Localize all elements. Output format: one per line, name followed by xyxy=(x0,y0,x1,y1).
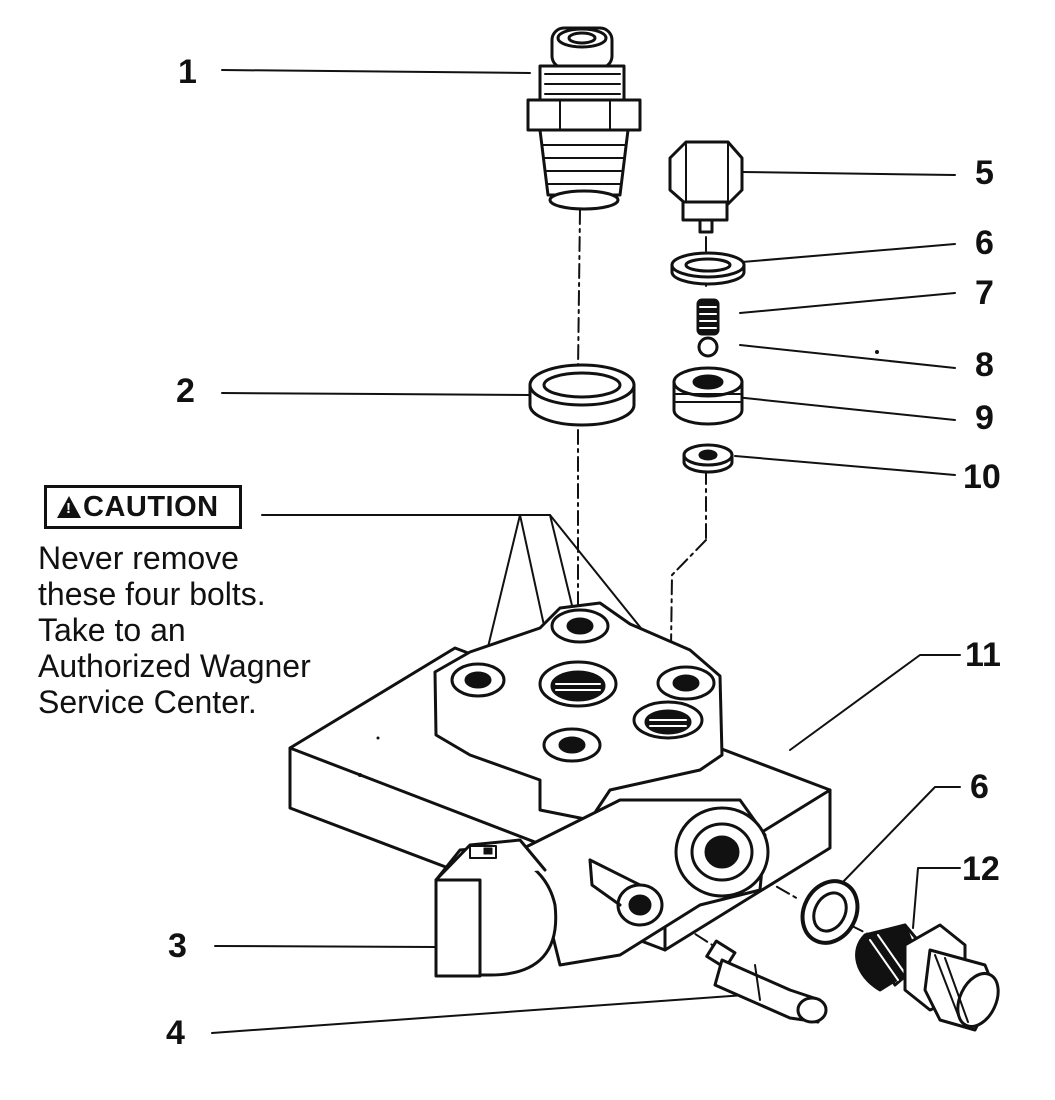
leader-lines xyxy=(211,69,961,1034)
part-10-seal-washer xyxy=(682,443,734,474)
part-2-seal-ring xyxy=(528,363,636,427)
callout-2: 2 xyxy=(176,372,195,410)
caution-line: these four bolts. xyxy=(38,576,266,612)
callout-6-lower: 6 xyxy=(970,768,989,806)
caution-label-box: ! CAUTION xyxy=(44,485,242,529)
caution-line: Authorized Wagner xyxy=(38,648,311,684)
callout-10: 10 xyxy=(963,458,1001,496)
part-3-knob xyxy=(434,838,558,978)
part-9-valve-seat xyxy=(672,366,744,426)
caution-line: Take to an xyxy=(38,612,186,648)
caution-message: Never remove these four bolts. Take to a… xyxy=(38,540,378,720)
part-5-plug xyxy=(668,140,744,234)
callout-7: 7 xyxy=(975,274,994,312)
callout-4: 4 xyxy=(166,1014,185,1052)
callout-8: 8 xyxy=(975,346,994,384)
scan-specks xyxy=(358,350,879,777)
callout-11: 11 xyxy=(965,636,1001,674)
callout-5: 5 xyxy=(975,154,994,192)
callout-6-upper: 6 xyxy=(975,224,994,262)
callout-1: 1 xyxy=(178,53,197,91)
part-11-manifold xyxy=(288,601,832,967)
warning-triangle-icon: ! xyxy=(57,496,81,518)
part-7-spring xyxy=(696,298,720,336)
callout-12: 12 xyxy=(962,850,1000,888)
part-6-washer xyxy=(670,251,746,286)
part-8-ball xyxy=(697,336,719,358)
part-4-valve-pin xyxy=(705,939,828,1024)
caution-label: CAUTION xyxy=(83,490,219,523)
callout-9: 9 xyxy=(975,399,994,437)
part-1-outlet-fitting xyxy=(526,26,642,211)
part-12-inlet-fitting xyxy=(855,923,1000,1032)
callout-3: 3 xyxy=(168,927,187,965)
caution-line: Service Center. xyxy=(38,684,257,720)
caution-line: Never remove xyxy=(38,540,239,576)
part-6-o-ring-lower xyxy=(800,879,860,945)
